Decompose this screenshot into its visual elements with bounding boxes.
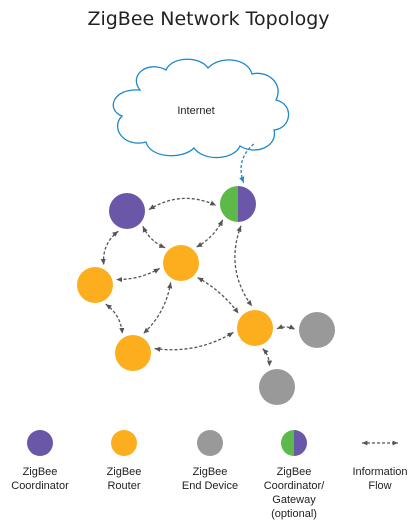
internet-cloud: Internet	[112, 58, 290, 159]
legend-gateway-label: ZigBee Coordinator/ Gateway (optional)	[263, 466, 325, 520]
link-router-left-router-bottom	[105, 303, 125, 334]
legend	[27, 430, 398, 456]
node-gateway[interactable]	[220, 186, 256, 222]
link-coordinator-router-center	[142, 225, 166, 249]
legend-gateway-icon	[281, 430, 307, 456]
node-end-device-bottom[interactable]	[259, 369, 295, 405]
link-coordinator-gateway	[148, 197, 217, 211]
legend-coordinator-icon	[27, 430, 53, 456]
node-router-right[interactable]	[237, 310, 273, 346]
node-end-device-right[interactable]	[299, 312, 335, 348]
legend-coordinator-label: ZigBee Coordinator	[11, 466, 69, 492]
link-router-bottom-router-right	[154, 331, 234, 352]
internet-label: Internet	[177, 105, 214, 117]
legend-end-device-label: ZigBee End Device	[181, 466, 239, 492]
legend-flow-label: Information Flow	[352, 466, 408, 492]
legend-router-icon	[111, 430, 137, 456]
node-router-center[interactable]	[163, 245, 199, 281]
link-gateway-router-center	[195, 219, 224, 248]
legend-router-label: ZigBee Router	[106, 466, 142, 492]
link-router-right-end-device-right	[276, 324, 296, 330]
link-router-right-end-device-bottom	[262, 348, 273, 367]
link-router-center-router-bottom	[142, 282, 173, 335]
link-gateway-router-right	[234, 225, 253, 307]
node-coordinator[interactable]	[109, 193, 145, 229]
link-router-center-router-right	[197, 276, 239, 314]
node-router-bottom[interactable]	[115, 335, 151, 371]
link-coordinator-router-left	[100, 230, 119, 265]
link-router-center-router-left	[116, 267, 161, 283]
links-layer	[100, 143, 296, 367]
nodes-layer	[77, 186, 335, 405]
link-gateway-internet	[239, 143, 255, 183]
legend-end-device-icon	[197, 430, 223, 456]
node-router-left[interactable]	[77, 267, 113, 303]
page-title: ZigBee Network Topology	[87, 8, 330, 30]
